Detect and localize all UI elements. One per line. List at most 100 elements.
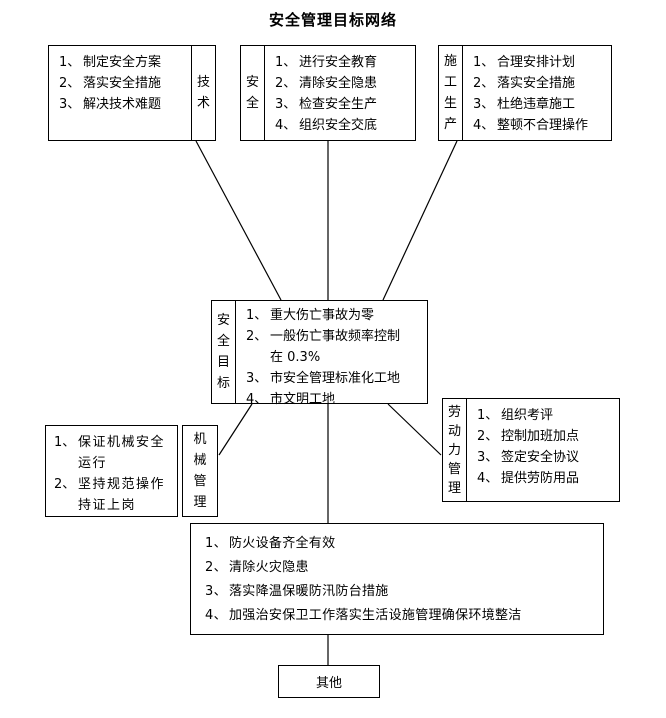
node-labor-management-label: 劳 动 力 管 理 [443,399,468,501]
item-number: 4、 [477,471,499,486]
node-machinery-label-char-2: 械 [193,453,207,468]
item-number: 3、 [477,450,499,465]
item-text: 解决技术难题 [83,97,162,112]
node-technology-items: 1、 制定安全方案 2、 落实安全措施 3、 解决技术难题 [49,46,191,140]
list-item: 2、 清除火灾隐患 [205,556,599,580]
list-item: 3、 签定安全协议 [477,447,615,468]
node-safety-goal-label: 安 全 目 标 [212,301,237,403]
connector-technology-to-goal [195,140,282,301]
node-labor-management-items: 1、 组织考评 2、 控制加班加点 3、 签定安全协议 4、 提供劳防用品 [467,399,619,501]
item-number: 3、 [275,97,297,112]
node-labor-management[interactable]: 劳 动 力 管 理 1、 组织考评 2、 控制加班加点 3、 签定安全协议 4、… [442,398,620,502]
item-text: 在 0.3% [270,350,321,365]
item-text: 保证机械安全 [78,435,166,450]
item-text: 检查安全生产 [299,97,378,112]
node-machinery-label-char-1: 机 [193,432,207,447]
node-construction-label: 施 工 生 产 [439,46,464,140]
list-item: 4、 加强治安保卫工作落实生活设施管理确保环境整洁 [205,604,599,628]
item-text: 坚持规范操作 [78,477,166,492]
item-text: 市文明工地 [270,392,336,407]
item-text: 控制加班加点 [501,429,580,444]
node-safety-goal-label-char-4: 标 [217,376,231,391]
item-number: 3、 [205,584,227,599]
node-construction-label-char-1: 施 [444,54,458,69]
item-text: 落实安全措施 [83,76,162,91]
node-safety-goal-label-char-1: 安 [217,313,231,328]
item-number: 1、 [54,435,76,450]
node-safety-goal-label-char-2: 全 [217,334,231,349]
item-number: 3、 [59,97,81,112]
node-safety-goal-items: 1、 重大伤亡事故为零 2、 一般伤亡事故频率控制 在 0.3% 3、 市安全管… [236,301,427,407]
item-text: 重大伤亡事故为零 [270,308,375,323]
item-text: 运行 [78,456,108,471]
list-item-continuation: 运行 [54,453,173,474]
page-title: 安全管理目标网络 [268,11,397,29]
item-number: 2、 [473,76,495,91]
node-safety-goal-label-char-3: 目 [217,355,231,370]
node-construction[interactable]: 施 工 生 产 1、 合理安排计划 2、 落实安全措施 3、 杜绝违章施工 4、… [438,45,612,141]
item-number: 3、 [246,371,268,386]
list-item: 3、 解决技术难题 [59,94,187,115]
list-item: 4、 提供劳防用品 [477,468,615,489]
item-text: 签定安全协议 [501,450,580,465]
node-labor-label-char-1: 劳 [448,404,462,420]
node-technology-label-char-1: 技 [196,75,210,90]
list-item: 3、 检查安全生产 [275,94,411,115]
item-number: 2、 [59,76,81,91]
node-safety-label: 安 全 [241,46,266,140]
item-text: 进行安全教育 [299,55,378,70]
list-item: 1、 重大伤亡事故为零 [246,305,423,326]
item-number: 1、 [59,55,81,70]
list-item: 3、 落实降温保暖防汛防台措施 [205,580,599,604]
list-item: 2、 落实安全措施 [59,73,187,94]
list-item: 4、 市文明工地 [246,389,423,410]
item-number: 2、 [205,560,227,575]
node-machinery-items-box[interactable]: 1、 保证机械安全 运行 2、 坚持规范操作 持证上岗 [45,425,178,517]
node-other[interactable]: 其他 [278,665,380,698]
list-item: 2、 落实安全措施 [473,73,607,94]
list-item: 2、 一般伤亡事故频率控制 [246,326,423,347]
item-text: 加强治安保卫工作落实生活设施管理确保环境整洁 [229,608,522,623]
node-machinery-label-char-3: 管 [193,474,207,489]
item-number: 4、 [275,118,297,133]
node-safety-goal[interactable]: 安 全 目 标 1、 重大伤亡事故为零 2、 一般伤亡事故频率控制 在 0.3%… [211,300,428,407]
list-item-continuation: 在 0.3% [246,347,423,368]
item-text: 一般伤亡事故频率控制 [270,329,401,344]
list-item: 3、 市安全管理标准化工地 [246,368,423,389]
item-text: 组织安全交底 [299,118,378,133]
item-text: 落实安全措施 [497,76,576,91]
list-item: 2、 清除安全隐患 [275,73,411,94]
item-text: 清除安全隐患 [299,76,378,91]
item-number: 4、 [205,608,227,623]
node-labor-label-char-2: 动 [448,423,462,439]
item-number: 1、 [473,55,495,70]
node-technology[interactable]: 1、 制定安全方案 2、 落实安全措施 3、 解决技术难题 技 术 [48,45,216,141]
node-safety[interactable]: 安 全 1、 进行安全教育 2、 清除安全隐患 3、 检查安全生产 4、 组织安… [240,45,416,141]
list-item: 4、 组织安全交底 [275,115,411,136]
node-machinery-label-box[interactable]: 机 械 管 理 [182,425,218,517]
item-number: 2、 [275,76,297,91]
node-labor-label-char-4: 管 [448,461,462,477]
item-number: 4、 [246,392,268,407]
node-safety-label-char-2: 全 [246,96,260,111]
node-construction-items: 1、 合理安排计划 2、 落实安全措施 3、 杜绝违章施工 4、 整顿不合理操作 [463,46,611,140]
item-number: 2、 [477,429,499,444]
list-item-continuation: 持证上岗 [54,495,173,516]
item-text: 落实降温保暖防汛防台措施 [229,584,389,599]
item-text: 市安全管理标准化工地 [270,371,401,386]
item-number: 1、 [205,536,227,551]
node-other-label: 其他 [315,676,342,691]
connector-construction-to-goal [382,140,458,301]
list-item: 1、 制定安全方案 [59,52,187,73]
item-text: 杜绝违章施工 [497,97,576,112]
node-machinery-label-char-4: 理 [193,495,207,510]
node-safety-label-char-1: 安 [246,75,260,90]
item-text: 制定安全方案 [83,55,162,70]
node-fire-safety[interactable]: 1、 防火设备齐全有效 2、 清除火灾隐患 3、 落实降温保暖防汛防台措施 4、… [190,523,604,635]
node-labor-label-char-3: 力 [448,442,462,458]
item-text: 清除火灾隐患 [229,560,309,575]
item-text: 防火设备齐全有效 [229,536,336,551]
item-number: 3、 [473,97,495,112]
node-labor-label-char-5: 理 [448,480,462,496]
